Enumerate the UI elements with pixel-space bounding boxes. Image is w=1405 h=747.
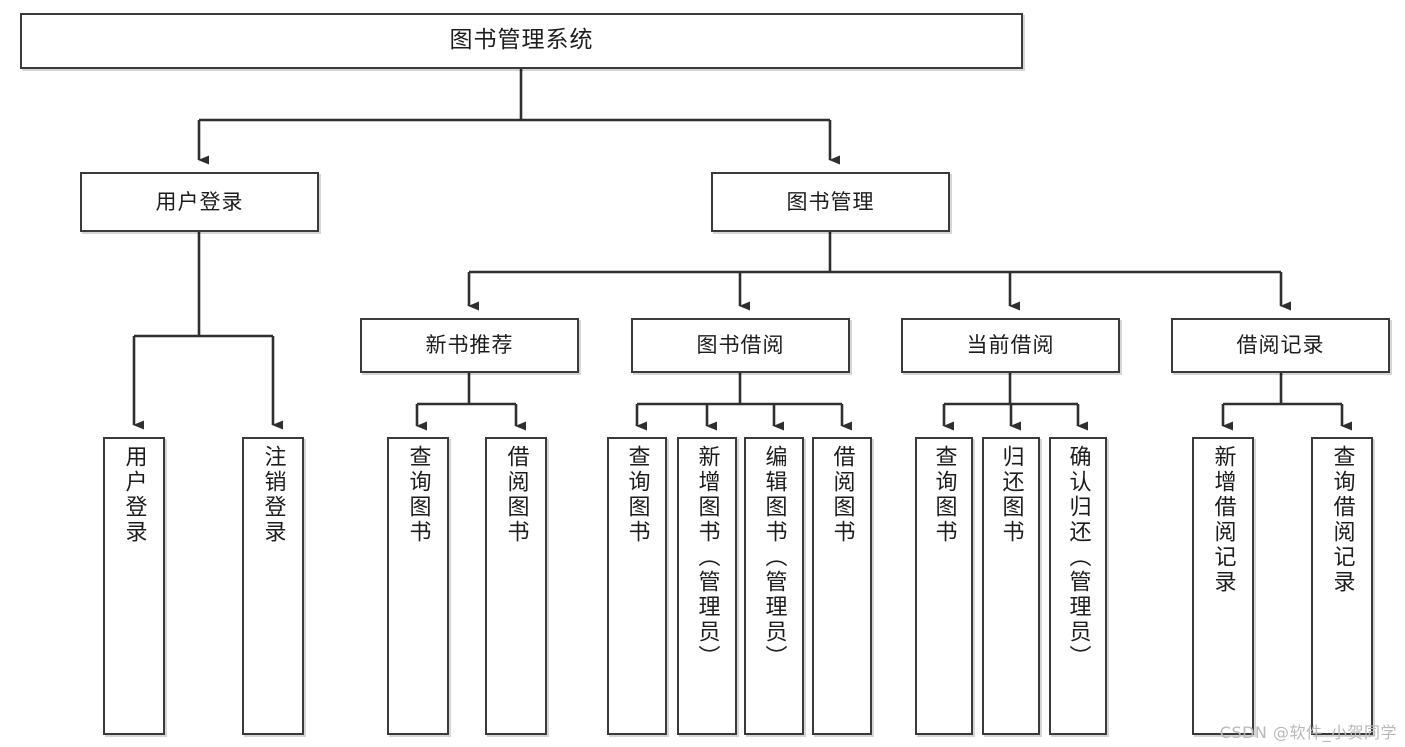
node-user-login-label: 用户登录 [155,189,244,214]
node-leaf-query-book-rec-label: 查询图书 [405,445,431,545]
node-new-book-recommend-label: 新书推荐 [425,333,514,358]
node-leaf-borrow-book[interactable]: 借阅图书 [812,437,872,735]
node-leaf-query-book-rec[interactable]: 查询图书 [387,437,449,735]
node-leaf-confirm-return-label: 确认归还（管理员） [1065,445,1091,670]
node-root[interactable]: 图书管理系统 [20,13,1023,69]
node-leaf-logout[interactable]: 注销登录 [242,437,304,735]
node-leaf-query-book-borrow-label: 查询图书 [624,445,650,545]
node-leaf-add-borrow-record[interactable]: 新增借阅记录 [1192,437,1254,735]
node-borrow-record[interactable]: 借阅记录 [1171,318,1390,373]
node-leaf-add-book[interactable]: 新增图书（管理员） [677,437,737,735]
node-leaf-query-book-current[interactable]: 查询图书 [915,437,973,735]
node-leaf-borrow-book-label: 借阅图书 [829,445,855,545]
node-new-book-recommend[interactable]: 新书推荐 [360,318,579,373]
node-leaf-borrow-book-rec-label: 借阅图书 [503,445,529,545]
node-book-manage[interactable]: 图书管理 [711,172,950,232]
node-book-manage-label: 图书管理 [786,189,875,214]
node-current-borrow-label: 当前借阅 [966,333,1055,358]
node-book-borrow[interactable]: 图书借阅 [631,318,850,373]
node-root-label: 图书管理系统 [449,27,594,54]
node-borrow-record-label: 借阅记录 [1236,333,1325,358]
node-book-borrow-label: 图书借阅 [696,333,785,358]
node-leaf-borrow-book-rec[interactable]: 借阅图书 [485,437,547,735]
node-leaf-user-login-label: 用户登录 [121,445,147,545]
node-leaf-confirm-return[interactable]: 确认归还（管理员） [1049,437,1107,735]
node-leaf-query-book-borrow[interactable]: 查询图书 [607,437,667,735]
node-leaf-return-book[interactable]: 归还图书 [982,437,1040,735]
node-leaf-add-borrow-record-label: 新增借阅记录 [1210,445,1236,595]
node-leaf-query-borrow-record-label: 查询借阅记录 [1329,445,1355,595]
node-leaf-edit-book[interactable]: 编辑图书（管理员） [744,437,804,735]
node-leaf-query-book-current-label: 查询图书 [931,445,957,545]
node-leaf-user-login[interactable]: 用户登录 [103,437,165,735]
node-current-borrow[interactable]: 当前借阅 [901,318,1120,373]
node-leaf-query-borrow-record[interactable]: 查询借阅记录 [1311,437,1373,735]
node-leaf-logout-label: 注销登录 [260,445,286,545]
node-leaf-return-book-label: 归还图书 [998,445,1024,545]
node-leaf-add-book-label: 新增图书（管理员） [694,445,720,670]
node-leaf-edit-book-label: 编辑图书（管理员） [761,445,787,670]
node-user-login[interactable]: 用户登录 [80,172,319,232]
